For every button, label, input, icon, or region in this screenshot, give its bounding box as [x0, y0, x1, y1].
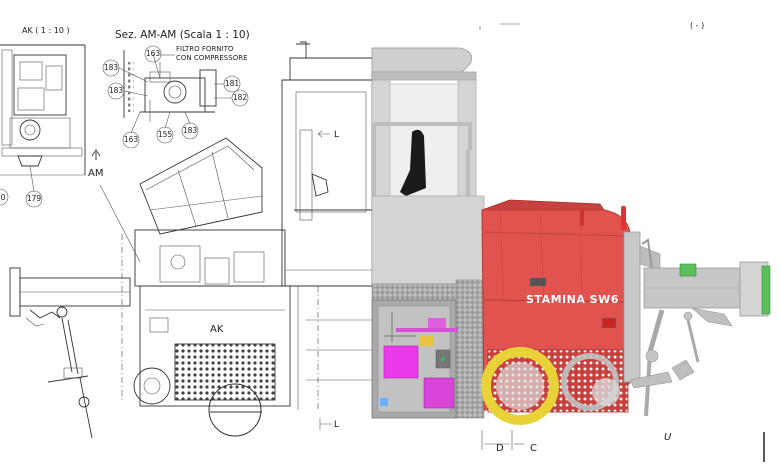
- callout-182: 182: [233, 93, 248, 102]
- top-right-note: ( - ): [690, 21, 704, 30]
- callout-155: 155: [158, 130, 173, 139]
- dim-label-top-l: L: [334, 130, 339, 140]
- compressor-section-view: [123, 50, 217, 122]
- detail-ak-view: [0, 44, 86, 193]
- rendered-model-half: STAMINA SW6 ( - ) D C: [371, 21, 771, 462]
- green-coupler-plate: [761, 265, 771, 315]
- front-boom-drawing: [9, 267, 131, 439]
- filter-note-line-1: FILTRO FORNITO: [176, 45, 234, 53]
- filter-note-line-2: CON COMPRESSORE: [176, 54, 248, 62]
- callout-183-c: 183: [183, 126, 198, 135]
- callout-left-edge-text: 0: [1, 193, 6, 202]
- callout-179: [25, 190, 43, 208]
- technical-drawing-half: AK ( 1 : 10 ) 179 0 Sez. AM-AM (Scala 1 …: [0, 26, 373, 439]
- operator-seat: [400, 129, 426, 196]
- magenta-module-a: [383, 345, 419, 379]
- section-marker-am: AM: [88, 168, 103, 179]
- view-marker-ak: AK: [210, 324, 224, 335]
- detail-ak-label: AK ( 1 : 10 ): [22, 26, 70, 35]
- dim-label-u: U: [664, 432, 672, 443]
- callout-left-edge: [0, 188, 9, 206]
- yellow-wheel-render: [481, 347, 559, 425]
- callout-181: 181: [225, 79, 240, 88]
- callout-163-bottom: 163: [124, 135, 139, 144]
- dim-label-bottom-l: L: [334, 420, 339, 430]
- section-title: Sez. AM-AM (Scala 1 : 10): [115, 29, 250, 41]
- callout-183-a: 183: [104, 63, 119, 72]
- cab-roof-render: [371, 47, 473, 73]
- callout-163-top: 163: [146, 49, 161, 58]
- magenta-module-b: [423, 377, 455, 409]
- dim-label-c: C: [530, 443, 537, 454]
- callouts-group: 163 183 183 181 182 155 183 163: [102, 45, 249, 149]
- dim-label-d: D: [496, 443, 504, 454]
- chassis-drawing: AK L L: [121, 41, 373, 437]
- callout-179-text: 179: [27, 194, 42, 203]
- front-grille-drawing: [175, 344, 275, 400]
- callout-183-b: 183: [109, 86, 124, 95]
- brand-label: STAMINA SW6: [526, 293, 619, 306]
